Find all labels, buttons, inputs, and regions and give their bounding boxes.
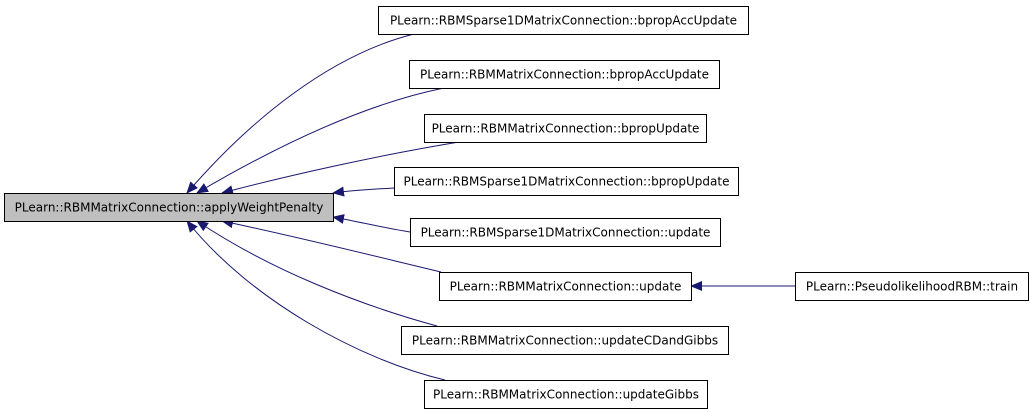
node-label: PLearn::RBMMatrixConnection::updateCDand… bbox=[412, 334, 718, 348]
node-box[interactable] bbox=[409, 60, 720, 89]
edge-n5-to-root bbox=[332, 214, 411, 233]
node-box[interactable] bbox=[378, 6, 749, 35]
node-label: PLearn::RBMMatrixConnection::applyWeight… bbox=[15, 201, 324, 215]
root-node[interactable]: PLearn::RBMMatrixConnection::applyWeight… bbox=[4, 193, 334, 222]
node-box[interactable] bbox=[401, 326, 729, 355]
caller-node[interactable]: PLearn::RBMMatrixConnection::update bbox=[439, 272, 692, 301]
edges-layer bbox=[186, 33, 795, 381]
caller-node[interactable]: PLearn::RBMSparse1DMatrixConnection::bpr… bbox=[394, 167, 739, 196]
node-label: PLearn::RBMMatrixConnection::bpropAccUpd… bbox=[420, 68, 709, 82]
edge-n6-to-root bbox=[221, 218, 442, 273]
node-box[interactable] bbox=[424, 114, 707, 143]
node-label: PLearn::RBMMatrixConnection::bpropUpdate bbox=[432, 122, 700, 136]
caller-node[interactable]: PLearn::RBMSparse1DMatrixConnection::bpr… bbox=[378, 6, 749, 35]
nodes-layer: PLearn::RBMMatrixConnection::applyWeight… bbox=[4, 6, 1029, 409]
node-box[interactable] bbox=[439, 272, 692, 301]
edge-n3-to-root bbox=[221, 141, 460, 196]
caller-node[interactable]: PLearn::RBMMatrixConnection::bpropAccUpd… bbox=[409, 60, 720, 89]
node-box[interactable] bbox=[394, 167, 739, 196]
edge-n9-to-root bbox=[186, 220, 446, 381]
edge-n1-to-root bbox=[186, 33, 415, 194]
node-label: PLearn::PseudolikelihoodRBM::train bbox=[806, 280, 1018, 294]
caller-node[interactable]: PLearn::RBMSparse1DMatrixConnection::upd… bbox=[410, 218, 721, 247]
node-label: PLearn::RBMSparse1DMatrixConnection::bpr… bbox=[390, 14, 737, 28]
node-label: PLearn::RBMMatrixConnection::updateGibbs bbox=[433, 388, 699, 402]
node-label: PLearn::RBMMatrixConnection::update bbox=[450, 280, 682, 294]
edge-n8-to-root bbox=[196, 220, 438, 327]
node-label: PLearn::RBMSparse1DMatrixConnection::upd… bbox=[421, 226, 711, 240]
node-box[interactable] bbox=[410, 218, 721, 247]
caller-node[interactable]: PLearn::PseudolikelihoodRBM::train bbox=[795, 272, 1029, 301]
caller-node[interactable]: PLearn::RBMMatrixConnection::updateGibbs bbox=[424, 380, 708, 409]
edge-n2-to-root bbox=[196, 87, 445, 194]
node-box[interactable] bbox=[4, 193, 334, 222]
caller-node[interactable]: PLearn::RBMMatrixConnection::bpropUpdate bbox=[424, 114, 707, 143]
caller-node[interactable]: PLearn::RBMMatrixConnection::updateCDand… bbox=[401, 326, 729, 355]
edge-n4-to-root bbox=[332, 186, 395, 197]
node-box[interactable] bbox=[795, 272, 1029, 301]
node-label: PLearn::RBMSparse1DMatrixConnection::bpr… bbox=[404, 175, 730, 189]
node-box[interactable] bbox=[424, 380, 708, 409]
